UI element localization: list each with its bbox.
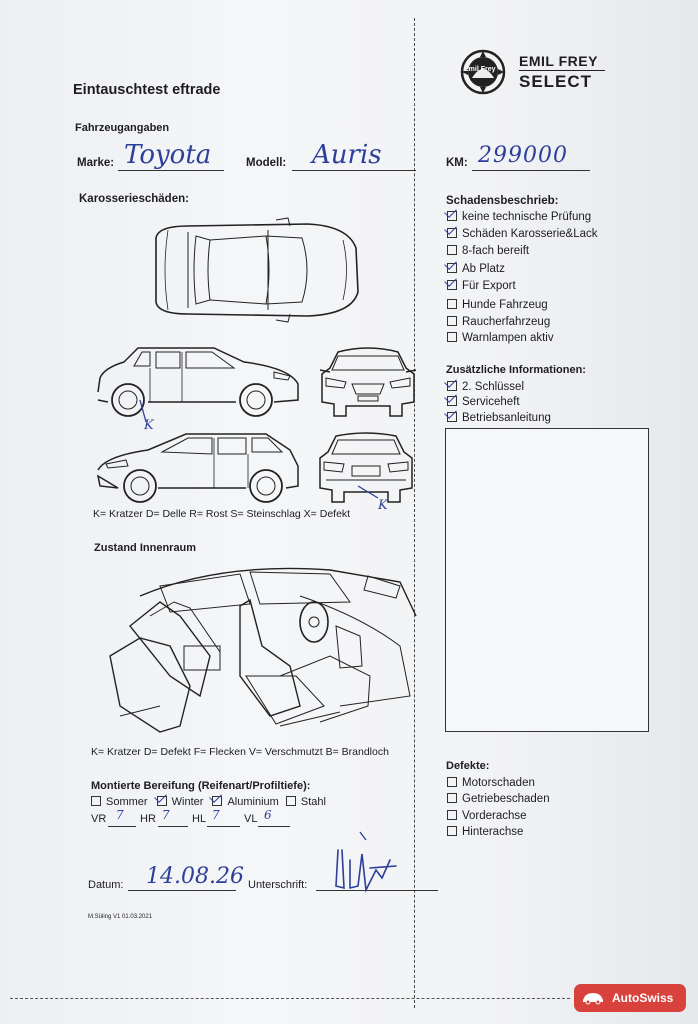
depth-vr-label: VR — [91, 813, 107, 825]
additional-info-title: Zusätzliche Informationen: — [446, 364, 586, 376]
checkbox-steel[interactable] — [285, 796, 296, 806]
checkbox[interactable] — [447, 228, 457, 238]
damage-mark-k-rear: K — [378, 498, 388, 513]
depth-hr-line — [158, 826, 188, 827]
checkbox[interactable] — [447, 245, 457, 255]
fold-line — [414, 18, 415, 1008]
tire-option-summer[interactable]: Sommer — [91, 796, 148, 808]
km-value[interactable]: 299000 — [478, 143, 568, 168]
depth-hr-label: HR — [140, 813, 156, 825]
date-label: Datum: — [88, 879, 124, 891]
depth-vr-value[interactable]: 7 — [116, 808, 124, 822]
checkbox-summer[interactable] — [91, 796, 101, 806]
brand-divider — [519, 70, 605, 71]
checkbox[interactable] — [447, 316, 457, 326]
checkbox[interactable] — [447, 280, 457, 290]
signature-label: Unterschrift: — [248, 879, 308, 891]
make-value[interactable]: Toyota — [124, 140, 212, 170]
model-value[interactable]: Auris — [312, 140, 382, 170]
checklist-item[interactable]: keine technische Prüfung — [447, 211, 591, 223]
tire-option-aluminium[interactable]: Aluminium — [212, 796, 279, 808]
make-line — [118, 170, 224, 171]
checklist-item[interactable]: Ab Platz — [447, 263, 505, 275]
tire-option-steel[interactable]: Stahl — [285, 796, 326, 808]
depth-hl-label: HL — [192, 813, 207, 825]
checkbox[interactable] — [447, 793, 457, 803]
checklist-item[interactable]: Für Export — [447, 280, 516, 292]
tires-title: Montierte Bereifung (Reifenart/Profiltie… — [91, 780, 311, 792]
car-front-view[interactable] — [318, 344, 418, 418]
damage-description-title: Schadensbeschrieb: — [446, 195, 559, 207]
damage-pointer-rear — [357, 485, 379, 499]
interior-title: Zustand Innenraum — [94, 542, 197, 554]
checklist-item[interactable]: Hinterachse — [447, 826, 523, 838]
depth-hl-line — [207, 826, 240, 827]
signature-line — [316, 890, 438, 891]
car-rear-view[interactable] — [318, 430, 414, 504]
model-line — [292, 170, 416, 171]
checkbox[interactable] — [447, 396, 457, 406]
depth-vl-line — [258, 826, 290, 827]
km-label: KM: — [446, 157, 468, 169]
depth-hl-value[interactable]: 7 — [212, 808, 220, 822]
checkbox-winter[interactable] — [156, 796, 167, 806]
tire-options: Sommer Winter Aluminium Stahl — [91, 796, 326, 808]
form-title: Eintauschtest eftrade — [73, 82, 221, 98]
checklist-item[interactable]: Vorderachse — [447, 810, 527, 822]
damage-pointer — [139, 399, 147, 423]
defects-title: Defekte: — [446, 760, 490, 772]
tire-option-winter[interactable]: Winter — [156, 796, 203, 808]
km-line — [472, 170, 590, 171]
checkbox[interactable] — [447, 211, 457, 221]
checkbox[interactable] — [447, 412, 457, 422]
body-damage-legend: K= Kratzer D= Delle R= Rost S= Steinschl… — [93, 508, 351, 520]
car-side-view-right[interactable] — [96, 430, 302, 506]
checkbox[interactable] — [447, 263, 457, 273]
car-top-view[interactable] — [148, 217, 362, 323]
checkbox[interactable] — [447, 777, 457, 787]
depth-hr-value[interactable]: 7 — [162, 808, 170, 822]
car-icon — [583, 993, 603, 1005]
depth-vl-value[interactable]: 6 — [264, 808, 272, 822]
form-code: M.Süling V1 01.03.2021 — [88, 914, 153, 920]
make-label: Marke: — [77, 157, 115, 169]
brand-line2: SELECT — [519, 72, 593, 91]
checkbox[interactable] — [447, 826, 457, 836]
checklist-item[interactable]: Serviceheft — [447, 396, 520, 408]
signature[interactable] — [330, 830, 400, 894]
depth-vr-line — [108, 826, 136, 827]
checklist-item[interactable]: Hunde Fahrzeug — [447, 299, 548, 311]
emil-frey-emblem-icon — [460, 49, 506, 95]
checkbox[interactable] — [447, 299, 457, 309]
checkbox-aluminium[interactable] — [212, 796, 223, 806]
checklist-item[interactable]: Motorschaden — [447, 777, 535, 789]
checklist-item[interactable]: 2. Schlüssel — [447, 381, 524, 393]
interior-legend: K= Kratzer D= Defekt F= Flecken V= Versc… — [91, 746, 389, 758]
model-label: Modell: — [246, 157, 287, 169]
emblem-text: Emil Frey — [464, 66, 496, 73]
checklist-item[interactable]: Warnlampen aktiv — [447, 332, 554, 344]
checklist-item[interactable]: Raucherfahrzeug — [447, 316, 550, 328]
body-damage-title: Karosserieschäden: — [79, 193, 189, 205]
checklist-item[interactable]: Getriebeschaden — [447, 793, 550, 805]
damage-mark-k-left: K — [144, 418, 154, 433]
checklist-item[interactable]: Schäden Karosserie&Lack — [447, 228, 598, 240]
depth-vl-label: VL — [244, 813, 258, 825]
car-interior-view[interactable] — [100, 556, 418, 740]
checkbox[interactable] — [447, 810, 457, 820]
watermark-text: AutoSwiss — [612, 991, 674, 1005]
notes-box[interactable] — [445, 428, 649, 732]
car-side-view-left[interactable] — [94, 344, 300, 420]
checkbox[interactable] — [447, 332, 457, 342]
checklist-item[interactable]: 8-fach bereift — [447, 245, 529, 257]
brand-line1: EMIL FREY — [519, 53, 598, 69]
autoswiss-watermark: AutoSwiss — [574, 984, 686, 1012]
checklist-item[interactable]: Betriebsanleitung — [447, 412, 551, 424]
date-value[interactable]: 14.08.26 — [146, 864, 244, 889]
footer-line — [10, 998, 570, 999]
date-line — [128, 890, 236, 891]
vehicle-section-title: Fahrzeugangaben — [75, 122, 170, 134]
